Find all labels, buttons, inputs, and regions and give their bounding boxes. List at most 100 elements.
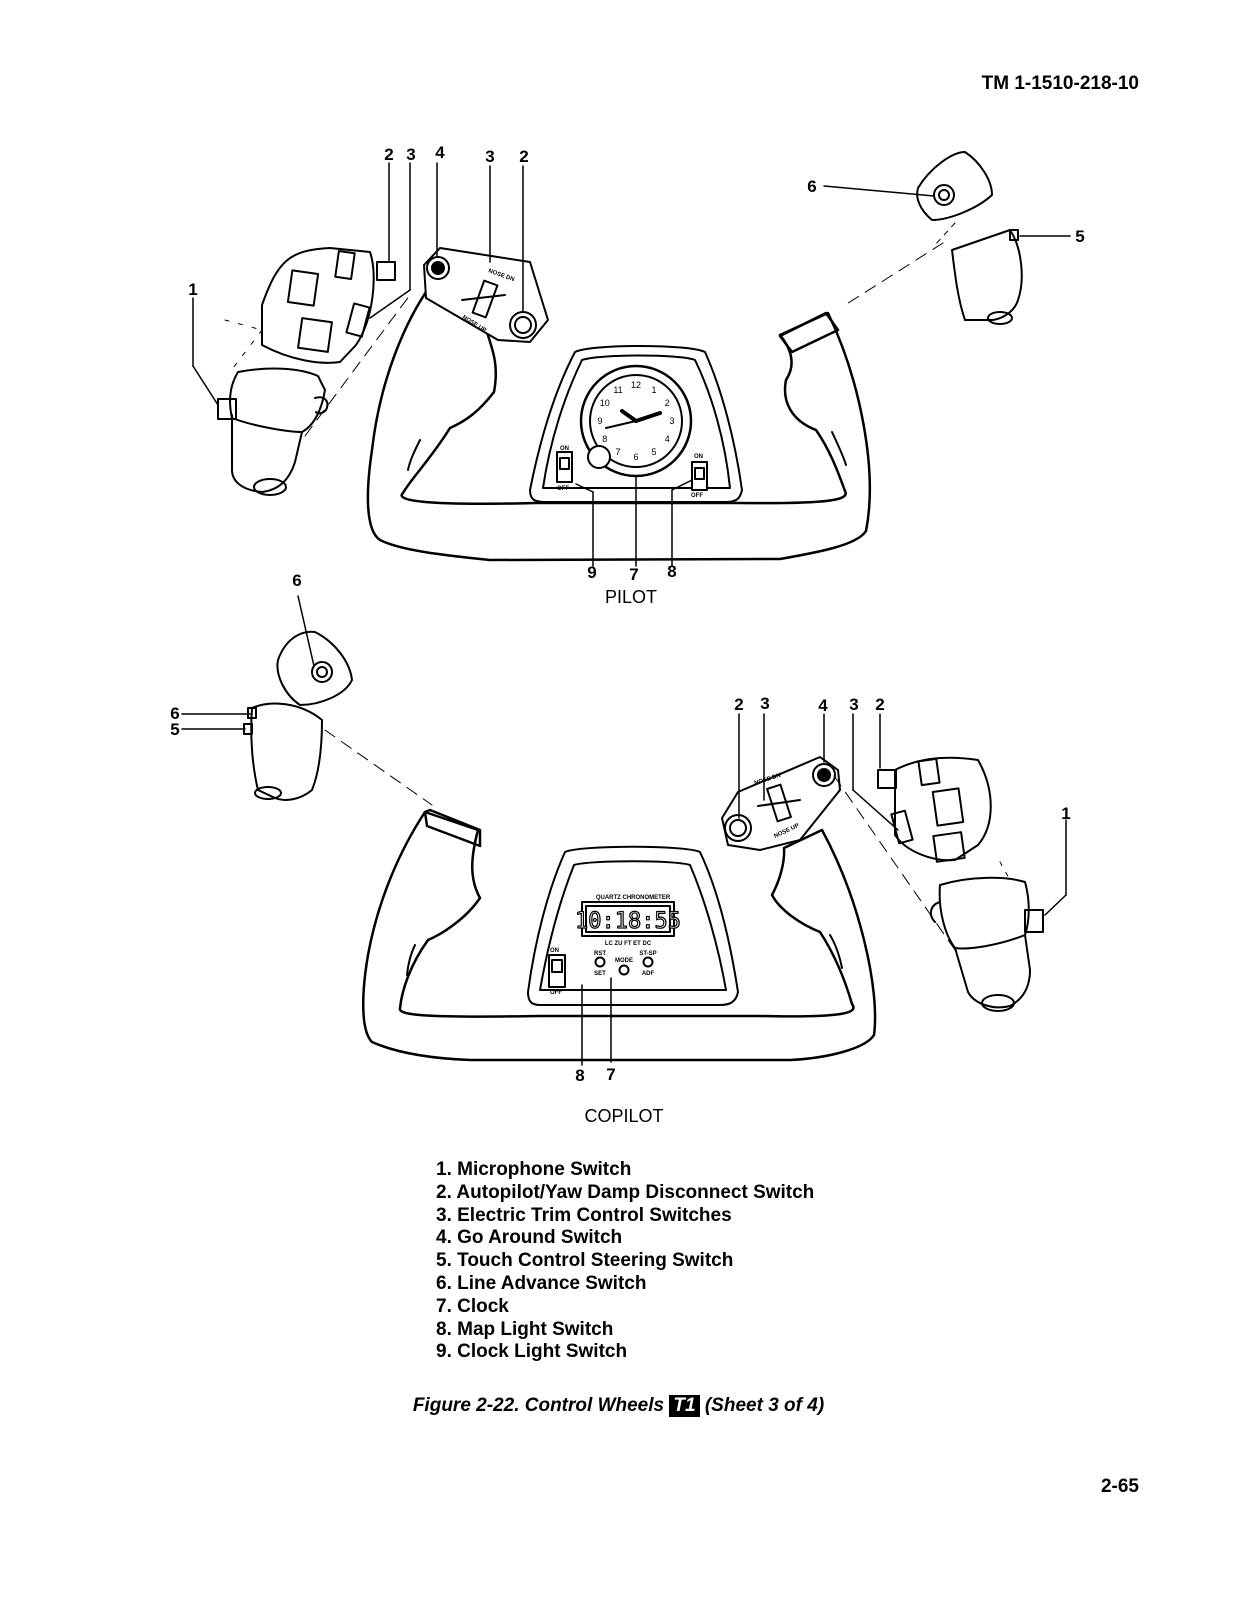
pilot-grip-mic-trigger [229,367,326,433]
copilot-wheel: QUARTZ CHRONOMETER 10:18:55 LC ZU FT ET … [181,595,1067,1066]
callout-pilot-left: 1 [188,280,197,299]
clock-numeral: 3 [669,416,674,426]
callout-numbers: 2 3 4 3 2 1 6 5 9 7 8 6 6 5 2 3 4 3 2 1 … [170,143,1084,1085]
legend-item: 1. Microphone Switch [436,1159,632,1180]
callout-copilot-top-3: 4 [818,696,828,715]
copilot-ap-disconnect-button [724,814,752,842]
pilot-view-label: PILOT [605,587,657,607]
pilot-clock-switch-off: OFF [557,486,569,492]
clock-numeral: 11 [613,385,622,395]
clock-numeral: 12 [631,380,641,390]
pilot-clock-panel [529,345,743,503]
copilot-chrono-display-frame [581,901,675,937]
copilot-go-around-button [812,763,836,787]
copilot-grip-handle [954,934,1031,1009]
callout-copilot-top-5: 2 [875,695,884,714]
pilot-yoke-outline [366,280,871,562]
pilot-clock-switch-on: ON [560,446,569,452]
callout-pilot-top-2: 3 [406,145,415,164]
callout-copilot-left-b: 6 [170,704,179,723]
legend-item: 3. Electric Trim Control Switches [436,1204,732,1226]
clock-numeral: 7 [615,447,620,457]
copilot-btn-mode-label: MODE [615,958,633,964]
callout-pilot-bottom-3: 8 [667,562,676,581]
callout-pilot-bottom-2: 7 [629,565,638,584]
legend-item: 9. Clock Light Switch [436,1341,628,1363]
pilot-right-grip-cap [778,311,840,354]
pilot-grip-handle [231,414,303,493]
copilot-stsp-adf-button [642,956,654,968]
callout-pilot-right-b: 5 [1075,227,1084,246]
legend-item: 6. Line Advance Switch [436,1272,647,1294]
pilot-clock-minute-hand [620,409,638,423]
copilot-left-grip-housing [250,702,323,801]
copilot-btn-set-label: SET [594,971,606,977]
copilot-grip-mic-trigger [938,876,1030,950]
clock-numeral: 2 [665,398,670,408]
copilot-tcs-plate [276,630,353,706]
callout-copilot-top-4: 3 [849,695,858,714]
clock-numeral: 4 [665,434,670,444]
copilot-btn-stsp-label: ST-SP [639,951,656,957]
copilot-btn-rst-label: RST [594,951,606,957]
copilot-chrono-modes: LC ZU FT ET DC [605,941,652,947]
callout-copilot-bottom-1: 8 [575,1066,584,1085]
pilot-go-around-button [426,256,450,280]
pilot-clock-face [589,374,683,468]
copilot-left-grip-cap [423,808,482,848]
callout-copilot-left-c: 5 [170,720,179,739]
callout-pilot-right-a: 6 [807,177,816,196]
callout-pilot-top-1: 2 [384,145,393,164]
pilot-map-switch-off: OFF [691,493,703,499]
legend-item: 8. Map Light Switch [436,1318,614,1340]
pilot-clock-knob [587,445,611,469]
clock-numeral: 10 [600,398,610,408]
page-number: 2-65 [1100,1476,1139,1497]
legend-item: 7. Clock [436,1295,509,1317]
figure-caption: Figure 2-22. Control Wheels T1 (Sheet 3 … [0,1395,1237,1417]
legend-item: 2. Autopilot/Yaw Damp Disconnect Switch [436,1181,815,1203]
copilot-grip-housing-upper [894,756,992,862]
clock-numeral: 8 [602,434,607,444]
clock-numeral: 6 [633,452,638,462]
callout-copilot-top-1: 2 [734,695,743,714]
callout-pilot-top-4: 3 [485,147,494,166]
caption-suffix: (Sheet 3 of 4) [704,1395,825,1416]
caption-prefix: Figure 2-22. Control Wheels [412,1395,665,1416]
callout-pilot-bottom-1: 9 [587,563,596,582]
copilot-line-adv-button [311,661,333,683]
pilot-line-adv-button [933,184,955,206]
copilot-rst-set-button [594,956,606,968]
pilot-grip-housing-upper [261,247,375,364]
copilot-trim-rocker [766,783,792,823]
clock-numeral: 9 [597,416,602,426]
callout-copilot-right: 1 [1061,804,1070,823]
pilot-map-switch-on: ON [694,454,703,460]
clock-numeral: 5 [651,447,656,457]
copilot-chrono-panel [527,845,739,1006]
figure-legend: 1. Microphone Switch 2. Autopilot/Yaw Da… [436,1159,814,1364]
copilot-chrono-display: 10:18:55 [575,909,681,934]
copilot-yoke-outline [362,810,877,1062]
callout-copilot-top-2: 3 [760,694,769,713]
pilot-clock-hour-hand [634,411,662,423]
callout-pilot-top-5: 2 [519,147,528,166]
legend-item: 5. Touch Control Steering Switch [436,1250,734,1272]
pilot-trim-rocker [471,279,499,319]
pilot-grip-tcs-panel [297,317,333,353]
callout-pilot-top-3: 4 [435,143,445,162]
callout-copilot-left-a: 6 [292,571,301,590]
pilot-right-grip-housing [951,229,1023,321]
pilot-line-adv-plate [916,151,993,221]
caption-badge: T1 [669,1395,700,1417]
copilot-map-switch-off: OFF [550,990,562,996]
pilot-clock-second-hand [605,420,637,429]
copilot-chrono-title: QUARTZ CHRONOMETER [596,895,671,901]
copilot-btn-adf-label: ADF [642,971,655,977]
callout-copilot-bottom-2: 7 [606,1065,615,1084]
copilot-map-switch-on: ON [550,948,559,954]
copilot-mode-button [618,964,630,976]
